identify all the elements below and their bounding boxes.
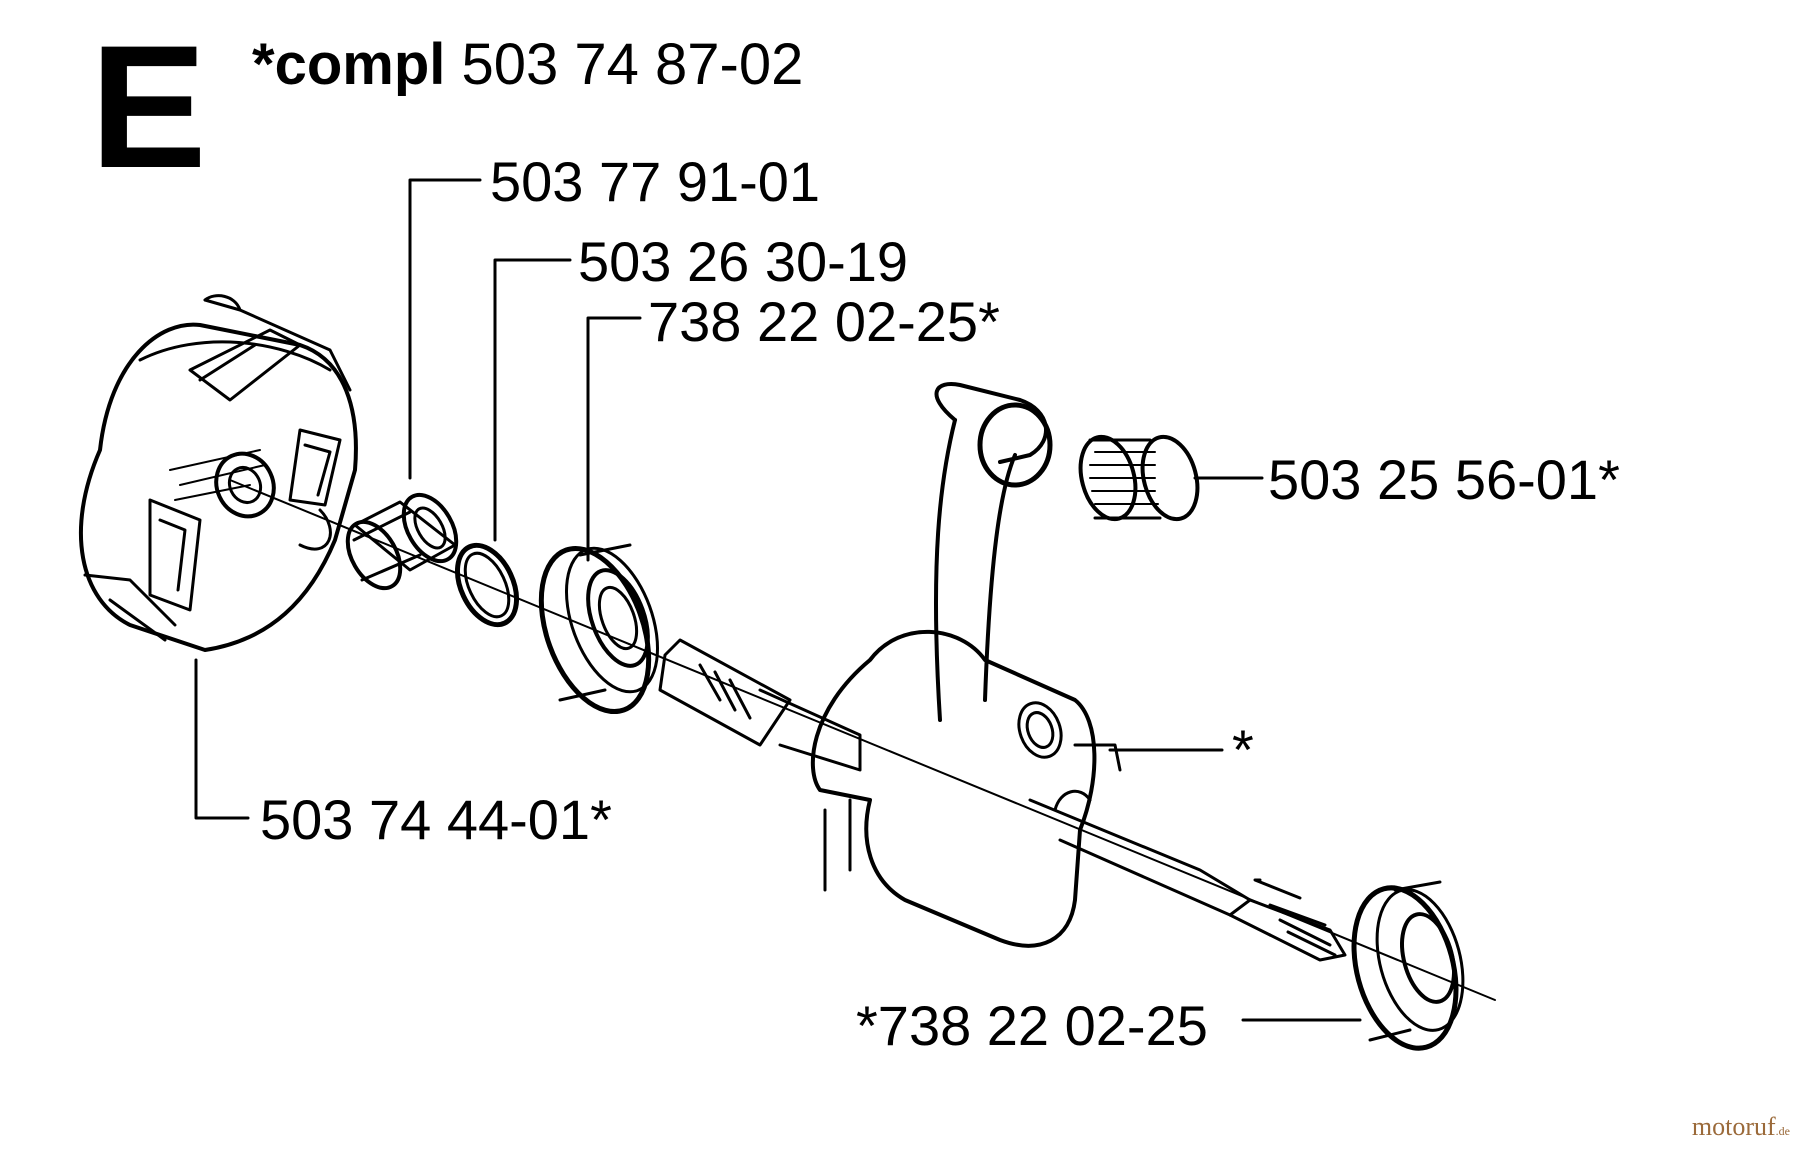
leader-clutch-drum-bearing <box>408 178 482 480</box>
crankshaft-drawing <box>658 382 1347 962</box>
clutch-drawing <box>79 294 358 652</box>
leader-ball-bearing-outer <box>586 316 642 562</box>
leader-washer <box>493 258 572 542</box>
ball-bearing-outer-drawing <box>538 543 660 715</box>
part-label-crankshaft[interactable]: * <box>1232 718 1254 781</box>
ball-bearing-inner-drawing <box>1351 880 1465 1051</box>
needle-bearing-drawing <box>1078 434 1200 522</box>
watermark: motoruf.de <box>1692 1112 1790 1142</box>
bushing-drawing <box>345 492 459 591</box>
assembly-title-prefix: *compl <box>252 32 446 97</box>
leader-clutch <box>194 658 250 820</box>
assembly-part-number: 503 74 87-02 <box>461 32 804 97</box>
part-label-needle-bearing[interactable]: 503 25 56-01* <box>1268 448 1620 511</box>
part-label-clutch-drum-bearing[interactable]: 503 77 91-01 <box>490 150 821 213</box>
part-label-ball-bearing-outer[interactable]: 738 22 02-25* <box>648 290 1000 353</box>
washer-drawing <box>454 542 520 628</box>
section-letter: E <box>90 10 207 205</box>
part-label-ball-bearing-inner[interactable]: *738 22 02-25 <box>856 994 1208 1057</box>
watermark-name: motoruf <box>1691 1112 1776 1141</box>
watermark-tld: .de <box>1775 1124 1790 1138</box>
assembly-title: *compl 503 74 87-02 <box>252 36 803 94</box>
part-label-washer[interactable]: 503 26 30-19 <box>578 230 909 293</box>
part-label-clutch[interactable]: 503 74 44-01* <box>260 788 612 851</box>
